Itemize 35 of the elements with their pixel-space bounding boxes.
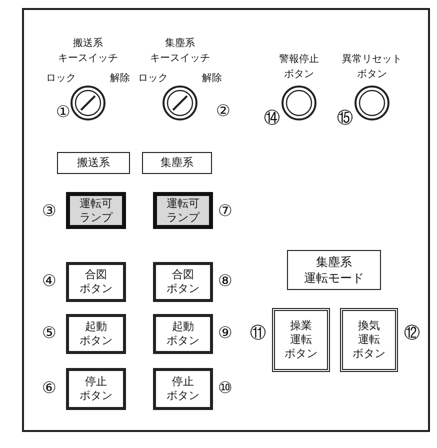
callout-number: ④: [42, 273, 56, 289]
callout-number: ⑥: [42, 380, 56, 396]
switch-caption: 搬送系キースイッチ: [58, 36, 118, 66]
indicator-lamp: 運転可ランプ: [66, 192, 126, 229]
callout-number: ⑨: [218, 325, 232, 341]
push-button: 合図ボタン: [153, 262, 213, 302]
push-button: 停止ボタン: [66, 368, 126, 410]
switch-caption: 集塵系キースイッチ: [150, 36, 210, 66]
push-button: 起動ボタン: [153, 314, 213, 354]
callout-number: ②: [216, 103, 230, 119]
callout-number: ⑦: [218, 203, 232, 219]
push-button: 停止ボタン: [153, 368, 213, 410]
position-label: ロック: [46, 72, 76, 85]
callout-number: ⑤: [42, 325, 56, 341]
callout-number: ⑫: [404, 325, 420, 341]
position-label: 解除: [202, 72, 222, 85]
push-button: 合図ボタン: [66, 262, 126, 302]
position-label: ロック: [138, 72, 168, 85]
push-button: 換気運転ボタン: [340, 308, 398, 372]
callout-number: ③: [42, 203, 56, 219]
callout-number: ⑪: [250, 325, 266, 341]
push-button: 操業運転ボタン: [272, 308, 330, 372]
position-label: 解除: [110, 72, 130, 85]
callout-number: ⑮: [337, 110, 353, 126]
indicator-lamp: 運転可ランプ: [153, 192, 213, 229]
switch-caption: 異常リセットボタン: [342, 52, 402, 82]
switch-caption: 警報停止ボタン: [279, 52, 319, 82]
callout-number: ⑭: [264, 110, 280, 126]
nameplate: 集塵系: [142, 152, 212, 174]
callout-number: ⑧: [218, 273, 232, 289]
nameplate: 集塵系運転モード: [287, 250, 381, 290]
callout-number: ①: [56, 104, 70, 120]
push-button: 起動ボタン: [66, 314, 126, 354]
nameplate: 搬送系: [57, 152, 130, 174]
callout-number: ⑩: [218, 380, 232, 396]
